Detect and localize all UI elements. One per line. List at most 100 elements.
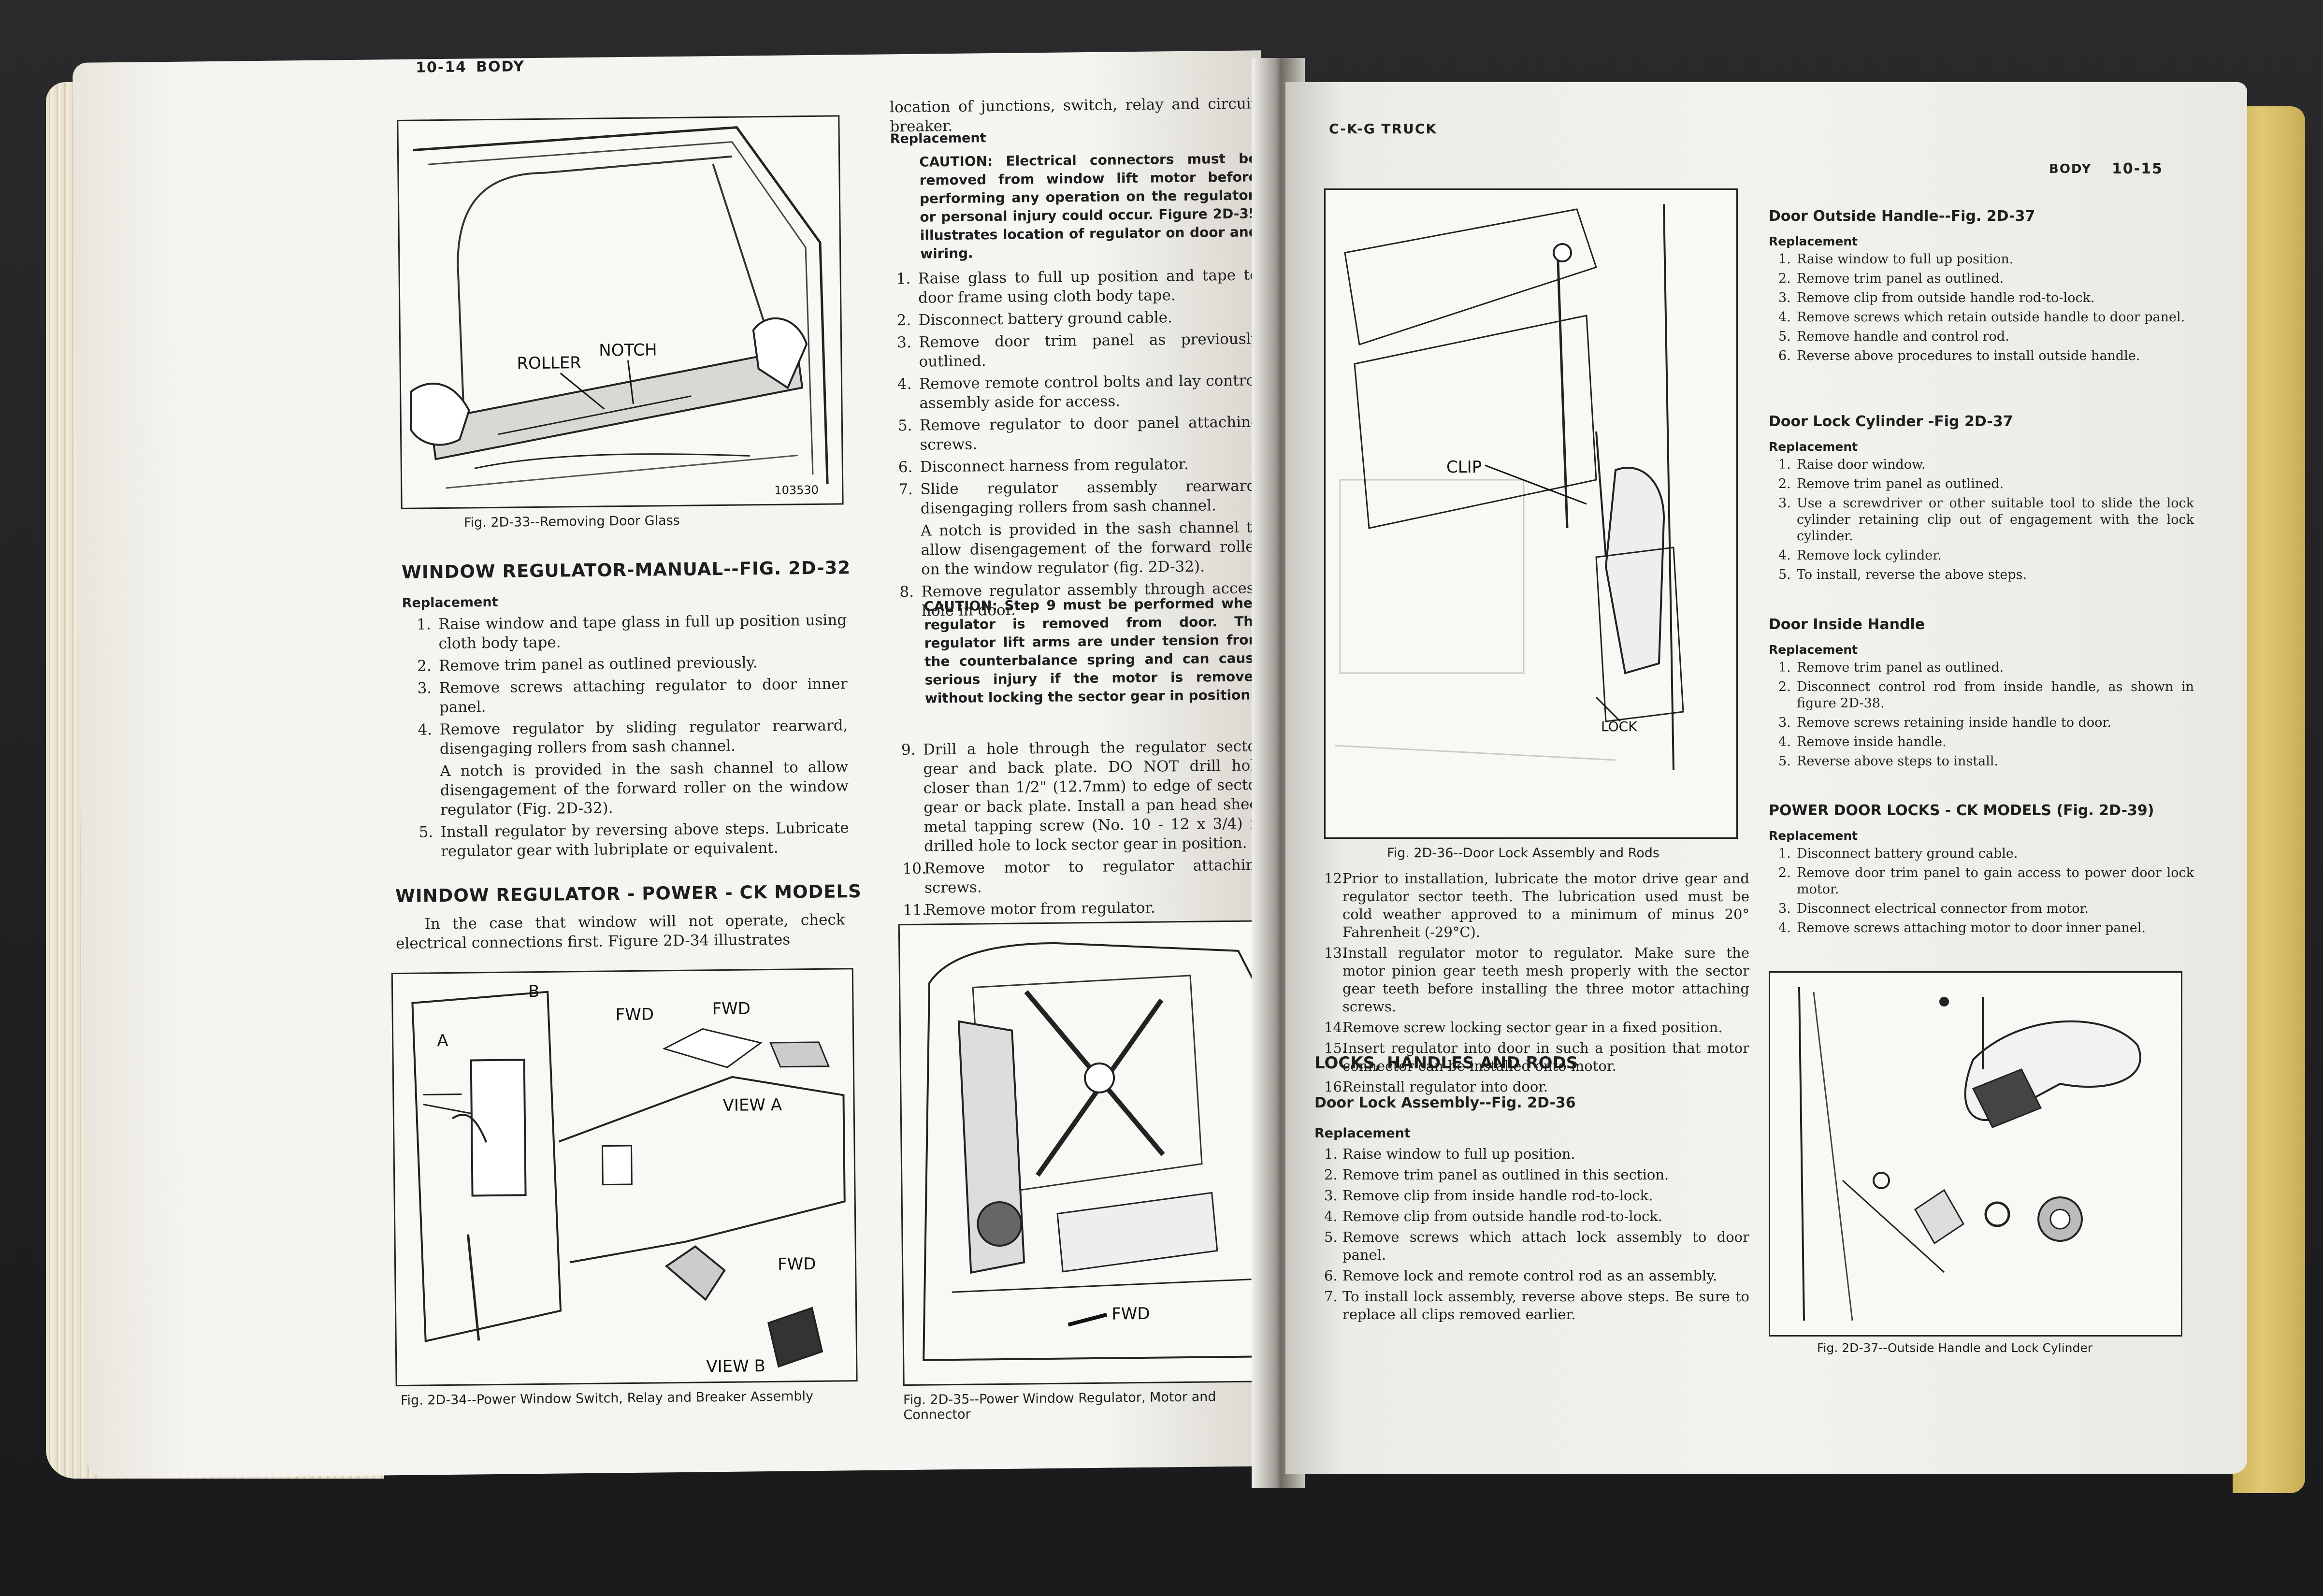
- step-text: Remove lock cylinder.: [1797, 548, 1942, 563]
- step-number: 10.: [902, 860, 927, 878]
- inside-handle-step: 4.Remove inside handle.: [1778, 734, 2194, 750]
- heading-door-outside-handle: Door Outside Handle--Fig. 2D-37: [1769, 208, 2035, 225]
- lock-cylinder-step: 3. Use a screwdriver or other suitable to…: [1778, 495, 2194, 545]
- manual-step: 4.Remove regulator by sliding regulator …: [418, 716, 848, 759]
- step-text: Remove regulator to door panel attaching…: [919, 413, 1261, 454]
- lock-cylinder-steps: 1. Raise door window. 2.Remove trim panel …: [1778, 457, 2194, 586]
- step-number: 16.: [1324, 1078, 1347, 1095]
- view-b-label: VIEW B: [706, 1356, 765, 1376]
- install-step: 14.Remove screw locking sector gear in a…: [1324, 1019, 1749, 1036]
- step-text: Install regulator by reversing above ste…: [440, 819, 849, 861]
- outside-handle-steps: 1.Raise window to full up position.2.Rem…: [1778, 251, 2194, 367]
- manual-step: 5.Install regulator by reversing above s…: [419, 818, 850, 861]
- step-number: 14.: [1324, 1019, 1347, 1035]
- right-column-intro: location of junctions, switch, relay and…: [889, 95, 1257, 136]
- roller-label: ROLLER: [517, 353, 581, 373]
- step-number: 3.: [1778, 715, 1791, 730]
- section-title-left: BODY: [476, 58, 525, 76]
- step-text: Remove clip from outside handle rod-to-l…: [1797, 290, 2095, 305]
- power-lock-step: 4.Remove screws attaching motor to door …: [1778, 920, 2194, 936]
- label-replacement-outside: Replacement: [1769, 234, 1858, 248]
- step-number: [418, 762, 440, 820]
- step-text: Remove trim panel as outlined in this se…: [1342, 1166, 1669, 1183]
- door-lock-illustration: CLIP LOCK: [1335, 204, 1684, 770]
- power-step: 4.Remove remote control bolts and lay co…: [897, 371, 1260, 413]
- door-glass-illustration: ROLLER NOTCH 103530: [410, 126, 829, 497]
- step-number: 7.: [1324, 1288, 1338, 1305]
- figure-code: 103530: [774, 483, 819, 497]
- power-step: 5.Remove regulator to door panel attachi…: [898, 412, 1261, 455]
- step-text: Remove trim panel as outlined previously…: [438, 654, 758, 675]
- section-title-right: BODY: [2049, 162, 2092, 176]
- power-intro-text: In the case that window will not operate…: [395, 911, 845, 953]
- lock-step: 2.Remove trim panel as outlined in this …: [1324, 1166, 1749, 1184]
- power-step: 11.Remove motor from regulator.: [903, 897, 1265, 920]
- lock-cylinder-step: 4.Remove lock cylinder.: [1778, 547, 2194, 564]
- power-step: 1.Raise glass to full up position and ta…: [896, 265, 1259, 308]
- heading-door-inside-handle: Door Inside Handle: [1769, 616, 1925, 633]
- step-text: Remove trim panel as outlined.: [1797, 476, 2004, 491]
- caption-fig-2d-37: Fig. 2D-37--Outside Handle and Lock Cyli…: [1817, 1341, 2093, 1355]
- manual-regulator-steps: 1. Raise window and tape glass in full up…: [417, 610, 849, 864]
- step-text: Raise window to full up position.: [1797, 252, 2014, 267]
- step-number: 1.: [1324, 1146, 1338, 1162]
- step-text: Remove regulator by sliding regulator re…: [439, 717, 848, 758]
- step-number: 3.: [1324, 1187, 1338, 1204]
- step-text: Raise window and tape glass in full up p…: [438, 611, 847, 653]
- clip-label: CLIP: [1446, 458, 1482, 477]
- step-text: To install lock assembly, reverse above …: [1342, 1288, 1749, 1323]
- inside-handle-step: 2.Disconnect control rod from inside han…: [1778, 679, 2194, 712]
- step-text: Raise window to full up position.: [1342, 1146, 1575, 1162]
- step-text: Remove handle and control rod.: [1797, 329, 2009, 344]
- lock-cylinder-step: 2.Remove trim panel as outlined.: [1778, 476, 2194, 492]
- power-step: 7.Slide regulator assembly rearward, dis…: [898, 476, 1261, 518]
- step-number: 5.: [1324, 1229, 1338, 1245]
- step-text: Insert regulator into door in such a pos…: [1342, 1040, 1749, 1074]
- step-text: Remove motor to regulator attaching scre…: [924, 856, 1265, 897]
- lock-step: 4.Remove clip from outside handle rod-to…: [1324, 1208, 1749, 1225]
- step-text: A notch is provided in the sash channel …: [921, 518, 1262, 578]
- caption-fig-2d-36: Fig. 2D-36--Door Lock Assembly and Rods: [1387, 846, 1659, 861]
- lock-step: 1.Raise window to full up position.: [1324, 1145, 1749, 1163]
- subheading-replacement-power: Replacement: [890, 130, 986, 147]
- step-text: Disconnect battery ground cable.: [1797, 846, 2018, 861]
- heading-power-door-locks: POWER DOOR LOCKS - CK MODELS (Fig. 2D-39…: [1769, 802, 2154, 819]
- step-text: Raise door window.: [1797, 457, 1926, 472]
- step-number: 6.: [1324, 1267, 1338, 1284]
- power-lock-step: 3.Disconnect electrical connector from m…: [1778, 901, 2194, 917]
- install-step: 16.Reinstall regulator into door.: [1324, 1078, 1749, 1096]
- outside-handle-step: 2.Remove trim panel as outlined.: [1778, 271, 2194, 287]
- power-lock-step: 1. Disconnect battery ground cable.: [1778, 846, 2194, 862]
- subheading-replacement-manual: Replacement: [402, 594, 498, 611]
- outside-handle-step: 6.Reverse above procedures to install ou…: [1778, 348, 2194, 364]
- step-number: 7.: [898, 480, 913, 499]
- step-text: Use a screwdriver or other suitable tool…: [1797, 496, 2194, 544]
- lock-cylinder-step: 1. Raise door window.: [1778, 457, 2194, 473]
- step-number: 4.: [897, 375, 912, 393]
- fwd-label-1: FWD: [615, 1005, 654, 1025]
- step-text: Reinstall regulator into door.: [1342, 1078, 1548, 1095]
- install-step: 13.Install regulator motor to regulator.…: [1324, 944, 1749, 1016]
- step-text: Remove screws retaining inside handle to…: [1797, 715, 2111, 730]
- lock-label: LOCK: [1601, 719, 1637, 734]
- step-text: To install, reverse the above steps.: [1797, 567, 2027, 582]
- lock-step: 7.To install lock assembly, reverse abov…: [1324, 1288, 1749, 1323]
- heading-door-lock-assembly: Door Lock Assembly--Fig. 2D-36: [1314, 1094, 1576, 1111]
- step-number: 2.: [417, 657, 432, 675]
- manual-step: 1. Raise window and tape glass in full up…: [417, 610, 847, 653]
- step-number: 1.: [1778, 846, 1791, 861]
- inside-handle-step: 3. Remove screws retaining inside handle …: [1778, 715, 2194, 731]
- step-text: Raise glass to full up position and tape…: [918, 266, 1259, 307]
- power-door-lock-steps: 1.Disconnect battery ground cable.2.Remo…: [1778, 846, 2194, 939]
- label-replacement-cylinder: Replacement: [1769, 440, 1858, 454]
- step-number: 1.: [417, 616, 431, 633]
- power-step: 10.Remove motor to regulator attaching s…: [902, 855, 1265, 898]
- step-number: 4.: [1778, 920, 1791, 935]
- step-number: 4.: [1778, 310, 1791, 325]
- step-number: 1.: [1778, 457, 1791, 472]
- inside-handle-step: 1.Remove trim panel as outlined.: [1778, 660, 2194, 676]
- label-replacement-lock: Replacement: [1314, 1126, 1411, 1141]
- install-step: 15.Insert regulator into door in such a …: [1324, 1039, 1749, 1075]
- step-number: 3.: [1778, 496, 1791, 511]
- step-text: Remove trim panel as outlined.: [1797, 660, 2004, 675]
